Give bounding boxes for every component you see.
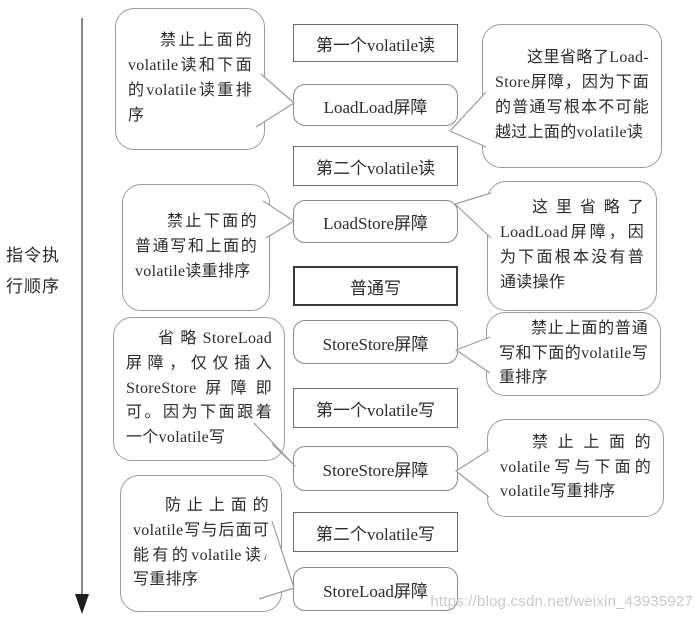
callout-text: 省略StoreLoad屏障，仅仅插入StoreStore屏障即可。因为下面跟着一…: [126, 330, 272, 447]
box-second-volatile-read: 第二个volatile读: [293, 146, 458, 186]
callout-right-storestore-rule-2: 禁止上面的volatile写与下面的volatile写重排序: [487, 419, 664, 517]
callout-right-storestore-rule-1: 禁止上面的普通写和下面的volatile写重排序: [486, 312, 661, 396]
watermark: https://blog.csdn.net/weixin_43935927: [430, 593, 693, 610]
callout-left-loadload-rule: 禁止上面的volatile读和下面的volatile读重排序: [115, 8, 265, 150]
callout-left-storestore-rule: 省略StoreLoad屏障，仅仅插入StoreStore屏障即可。因为下面跟着一…: [113, 317, 285, 461]
callout-text: 这里省略了LoadLoad屏障，因为下面根本没有普通读操作: [500, 199, 644, 291]
callout-right-omitted-loadload: 这里省略了LoadLoad屏障，因为下面根本没有普通读操作: [487, 181, 657, 311]
callout-left-loadstore-rule: 禁止下面的普通写和上面的volatile读重排序: [122, 184, 270, 311]
box-storestore-barrier-2: StoreStore屏障: [293, 446, 458, 491]
box-storeload-barrier: StoreLoad屏障: [293, 567, 458, 611]
axis-label-instruction-order: 指令执行顺序: [6, 246, 60, 296]
box-normal-write: 普通写: [293, 266, 458, 306]
callout-left-storeload-rule: 防止上面的volatile写与后面可能有的volatile读/写重排序: [120, 475, 282, 612]
down-arrowhead-icon: [75, 594, 89, 614]
callout-text: 禁止上面的volatile读和下面的volatile读重排序: [128, 32, 252, 124]
box-second-volatile-write: 第二个volatile写: [293, 512, 458, 552]
box-loadstore-barrier: LoadStore屏障: [293, 200, 458, 243]
callout-text: 禁止下面的普通写和上面的volatile读重排序: [135, 213, 257, 280]
box-loadload-barrier: LoadLoad屏障: [293, 84, 458, 126]
box-first-volatile-read: 第一个volatile读: [293, 24, 458, 62]
box-first-volatile-write: 第一个volatile写: [293, 388, 458, 428]
callout-tail-right-4: [455, 449, 490, 498]
callout-right-omitted-loadstore: 这里省略了Load-Store屏障，因为下面的普通写根本不可能越过上面的vola…: [482, 24, 662, 168]
callout-tail-right-2: [454, 192, 492, 239]
callout-text: 禁止上面的volatile写与下面的volatile写重排序: [500, 433, 651, 501]
callout-text: 这里省略了Load-Store屏障，因为下面的普通写根本不可能越过上面的vola…: [495, 49, 649, 141]
callout-tail-right-3: [455, 336, 491, 374]
callout-text: 防止上面的volatile写与后面可能有的volatile读/写重排序: [133, 496, 269, 589]
box-storestore-barrier-1: StoreStore屏障: [293, 320, 458, 364]
callout-text: 禁止上面的普通写和下面的volatile写重排序: [499, 319, 648, 387]
